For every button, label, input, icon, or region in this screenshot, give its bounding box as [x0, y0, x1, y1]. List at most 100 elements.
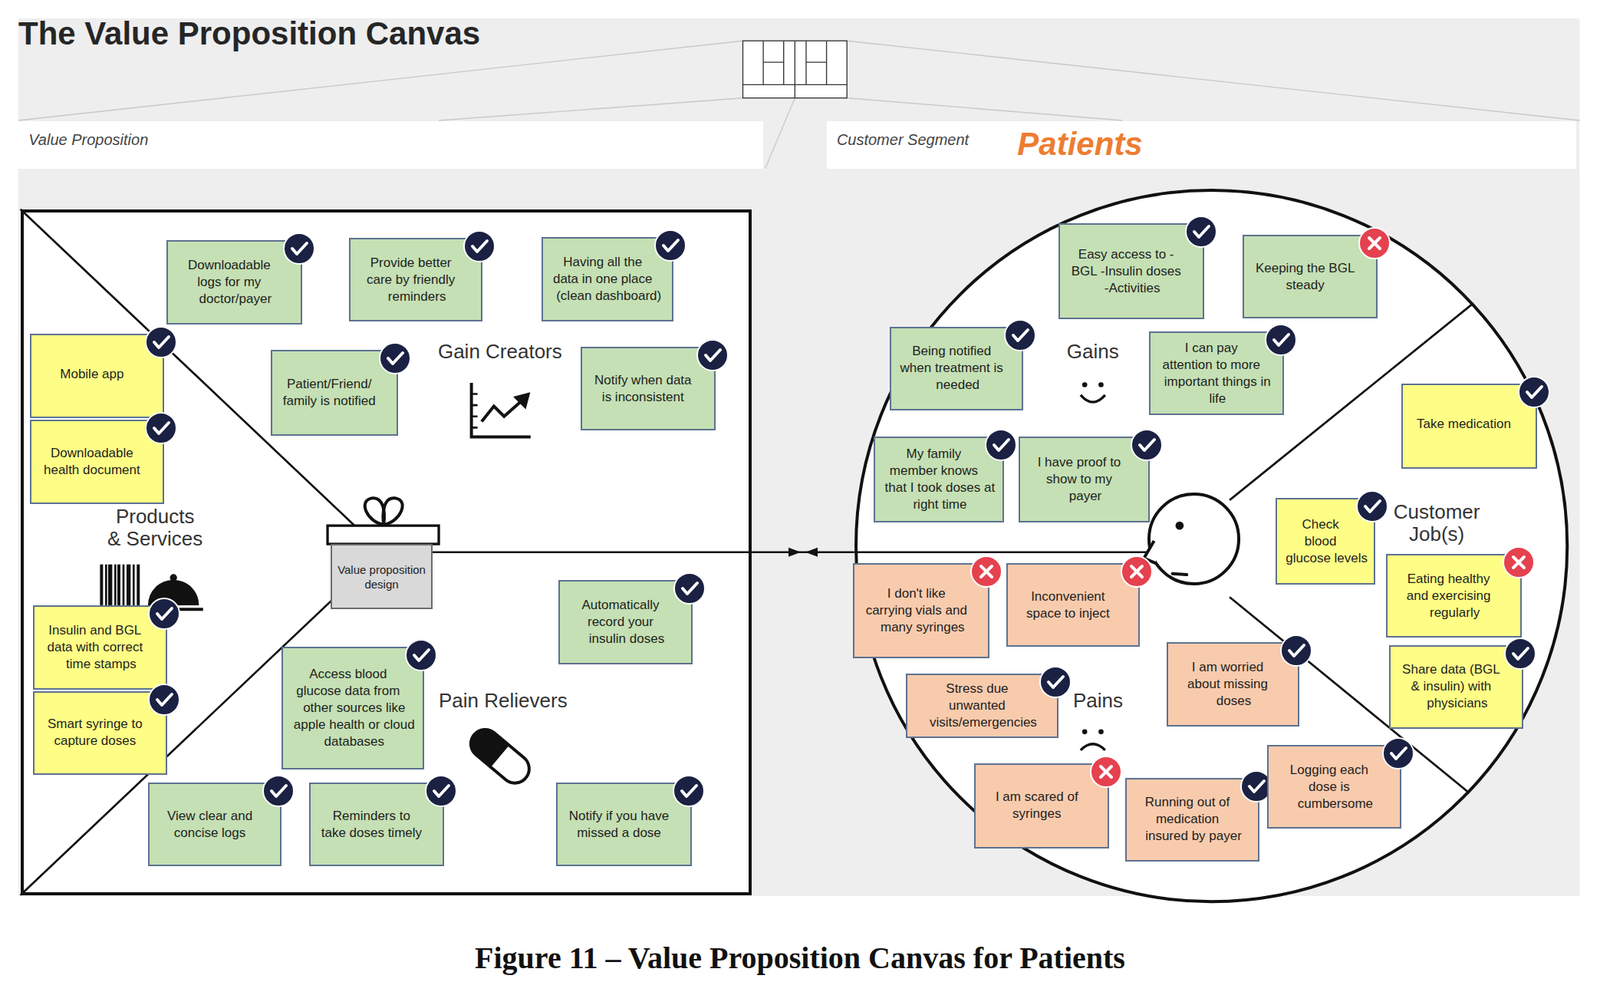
pain-note: Logging each dose is cumbersome	[1267, 744, 1401, 829]
check-badge	[1184, 214, 1219, 249]
pain-note: I don't like carrying vials and many syr…	[852, 562, 990, 659]
customer-face	[1143, 493, 1239, 584]
segment-name: Patients	[1017, 125, 1143, 163]
product-icon	[99, 564, 203, 610]
badge-disc	[464, 230, 495, 262]
arrowhead	[788, 547, 801, 557]
section-heading: Customer Job(s)	[1386, 500, 1487, 546]
check-mark	[1365, 500, 1380, 512]
check-mark	[681, 785, 697, 797]
check-badge	[674, 572, 705, 604]
check-badge	[1004, 319, 1036, 351]
note-text: I am worried about missing doses	[1187, 659, 1268, 708]
page-title: The Value Proposition Canvas	[18, 15, 481, 53]
gift-icon	[327, 497, 439, 544]
section-heading: Pain Relievers	[438, 688, 568, 712]
note-body: Logging each dose is cumbersome	[1277, 761, 1393, 813]
chart-icon	[471, 382, 531, 438]
check-mark	[1013, 329, 1028, 341]
check-badge	[145, 412, 177, 444]
chart-icon	[481, 401, 522, 422]
customer-face	[1172, 573, 1188, 575]
badge-spacer	[671, 807, 685, 828]
canvas-illustration	[18, 18, 1580, 903]
cross-badge	[1089, 754, 1123, 789]
circle-ground	[854, 188, 1569, 903]
check-mark	[154, 336, 169, 348]
arrowhead	[805, 547, 818, 557]
note-text: Eating healthy and exercising regularly	[1406, 571, 1492, 620]
check-badge	[984, 427, 1018, 462]
badge-disc	[655, 230, 686, 261]
header-bar: Value Proposition	[18, 121, 764, 168]
canvas-icon	[742, 40, 847, 99]
frown-icon	[1082, 729, 1088, 735]
note-body: Mobile app	[39, 365, 158, 386]
badge-disc	[971, 556, 1002, 587]
chart-icon	[471, 394, 478, 428]
note-body: View clear and concise logs	[158, 807, 274, 842]
note-text: Check blood glucose levels	[1285, 516, 1368, 566]
check-badge	[1356, 490, 1388, 522]
badge-disc	[1090, 756, 1122, 787]
badge-spacer	[144, 444, 157, 465]
pain-reliever-note: Automatically record your insulin doses	[558, 579, 694, 665]
product-icon	[122, 564, 126, 606]
note-body: Notify if you have missed a dose	[566, 807, 685, 842]
check-mark	[1289, 645, 1304, 656]
badge-spacer	[1517, 415, 1530, 436]
check-mark	[1274, 334, 1289, 346]
check-badge	[147, 682, 182, 717]
bar-label: Customer Segment	[836, 130, 969, 149]
section-heading: Pains	[1073, 688, 1123, 712]
badge-disc	[1040, 666, 1071, 698]
product-icon	[99, 564, 103, 606]
check-mark	[682, 582, 698, 594]
note-text: I can pay attention to more important th…	[1162, 340, 1271, 406]
job-note: Check blood glucose levels	[1275, 497, 1376, 585]
section-heading: Gains	[1066, 339, 1120, 363]
note-text: Being notified when treatment is needed	[900, 343, 1004, 392]
gain-note: Easy access to -BGL -Insulin doses -Acti…	[1058, 223, 1205, 320]
note-body: Notify when data is inconsistent	[590, 372, 708, 406]
check-badge	[1003, 318, 1038, 353]
product-note: Smart syringe to capture doses	[32, 691, 168, 775]
pill-icon	[464, 723, 510, 768]
check-badge	[697, 339, 728, 371]
check-badge	[1129, 427, 1164, 462]
note-body: Downloadable logs for my doctor/payer	[176, 256, 295, 308]
product-icon	[108, 564, 112, 606]
badge-disc	[405, 639, 437, 671]
badge-disc	[145, 412, 177, 444]
note-body: Value proposition design	[333, 562, 430, 592]
check-badge	[283, 233, 315, 264]
job-note: Take medication	[1401, 383, 1538, 468]
note-body: Access blood glucose data from other sou…	[291, 665, 417, 751]
badge-spacer	[1089, 788, 1102, 809]
check-badge	[1517, 375, 1551, 409]
badge-disc	[1185, 216, 1217, 247]
note-body: Patient/Friend/ family is notified	[280, 375, 391, 410]
product-icon	[105, 564, 108, 606]
note-text: Having all the data in one place (clean …	[553, 254, 662, 303]
cross-badge	[1357, 226, 1392, 261]
badge-disc	[1359, 227, 1390, 259]
check-badge	[1185, 216, 1217, 247]
product-icon	[117, 564, 121, 606]
check-mark	[1194, 226, 1209, 238]
gain-creator-note: Patient/Friend/ family is notified	[270, 349, 399, 436]
badge-disc	[1382, 737, 1414, 769]
check-badge	[695, 338, 730, 373]
badge-spacer	[1119, 588, 1133, 609]
pain-reliever-note: Notify if you have missed a dose	[556, 782, 692, 866]
note-body: Inconvenient space to inject	[1016, 588, 1133, 623]
check-badge	[424, 773, 458, 808]
check-badge	[425, 775, 457, 807]
note-body: Provide better care by friendly reminder…	[358, 254, 475, 306]
note-body: I have proof to show to my payer	[1028, 454, 1143, 505]
gain-note: My family member knows that I took doses…	[873, 436, 1005, 523]
note-text: Downloadable health document	[43, 445, 141, 478]
badge-disc	[674, 572, 705, 604]
connector	[432, 547, 855, 557]
note-body: Take medication	[1411, 415, 1530, 436]
